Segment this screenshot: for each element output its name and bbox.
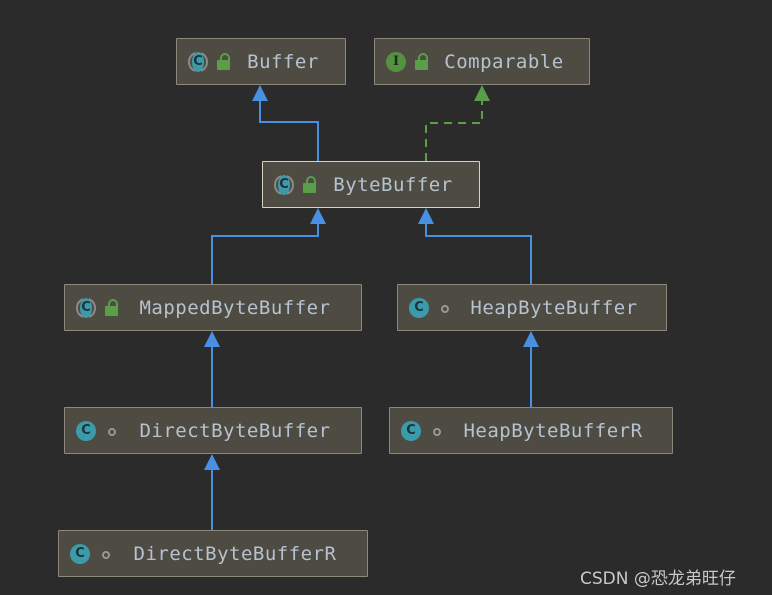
edge-bytebuffer-extends-buffer[interactable] <box>252 85 319 161</box>
class-node-mappedbytebuffer[interactable]: C MappedByteBuffer <box>64 284 362 331</box>
icon-disc <box>409 297 429 318</box>
node-icons: C <box>75 297 125 319</box>
edge-heapbytebuffer-extends-bytebuffer[interactable] <box>418 208 532 284</box>
icon-glyph: C <box>81 423 91 438</box>
lock-shackle <box>418 52 428 62</box>
abstract-bracket-left <box>274 174 281 195</box>
lock-body <box>303 182 316 193</box>
icon-disc <box>401 420 421 441</box>
class-node-heapbytebuffer[interactable]: C HeapByteBuffer <box>397 284 667 331</box>
icon-disc <box>192 51 204 72</box>
package-private-icon <box>103 421 121 441</box>
edge-bytebuffer-implements-comparable[interactable] <box>425 85 490 161</box>
node-icons: C <box>75 420 125 442</box>
node-icons: C <box>187 51 237 73</box>
edge-heapbytebufferr-extends-heapbytebuffer[interactable] <box>523 331 539 407</box>
icon-glyph: C <box>414 300 424 315</box>
icon-disc <box>386 51 406 72</box>
class-icon: C <box>400 420 422 442</box>
class-icon: C <box>75 420 97 442</box>
interface-icon: I <box>385 51 407 73</box>
class-node-directbytebuffer[interactable]: C DirectByteBuffer <box>64 407 362 454</box>
icon-disc <box>76 420 96 441</box>
icon-glyph: C <box>193 54 203 69</box>
package-private-icon <box>436 298 454 318</box>
abstract-class-icon: C <box>273 174 295 196</box>
package-ring <box>108 427 116 436</box>
class-node-bytebuffer[interactable]: C ByteBuffer <box>262 161 480 208</box>
class-node-label: DirectByteBufferR <box>133 542 337 565</box>
node-icons: C <box>408 297 458 319</box>
lock-body <box>217 59 230 70</box>
class-node-label: HeapByteBuffer <box>470 296 638 319</box>
edge-directbytebuffer-extends-mappedbytebuffer[interactable] <box>204 331 220 407</box>
lock-shackle <box>306 175 316 185</box>
icon-disc <box>70 543 90 564</box>
edge-mappedbytebuffer-extends-bytebuffer[interactable] <box>211 208 326 284</box>
lock-body <box>415 59 428 70</box>
class-node-label: Comparable <box>444 50 564 73</box>
abstract-bracket-left <box>188 51 195 72</box>
class-node-label: Buffer <box>247 50 319 73</box>
class-node-label: DirectByteBuffer <box>139 419 331 442</box>
edge-directbytebufferr-extends-directbytebuffer[interactable] <box>204 454 220 530</box>
open-lock-icon <box>215 52 233 72</box>
node-icons: C <box>273 174 323 196</box>
package-private-icon <box>97 544 115 564</box>
class-icon: C <box>408 297 430 319</box>
lock-body <box>105 305 118 316</box>
class-node-label: ByteBuffer <box>333 173 453 196</box>
icon-glyph: I <box>392 54 400 69</box>
node-icons: I <box>385 51 435 73</box>
icon-glyph: C <box>81 300 91 315</box>
icon-disc <box>278 174 290 195</box>
class-node-directbytebufferr[interactable]: C DirectByteBufferR <box>58 530 368 577</box>
lock-shackle <box>108 298 118 308</box>
lock-shackle <box>220 52 230 62</box>
abstract-bracket-left <box>76 297 83 318</box>
icon-disc <box>80 297 92 318</box>
icon-glyph: C <box>279 177 289 192</box>
package-private-icon <box>428 421 446 441</box>
class-node-comparable[interactable]: I Comparable <box>374 38 590 85</box>
node-icons: C <box>400 420 450 442</box>
class-node-buffer[interactable]: C Buffer <box>176 38 346 85</box>
icon-glyph: C <box>75 546 85 561</box>
class-node-label: HeapByteBufferR <box>463 419 643 442</box>
open-lock-icon <box>413 52 431 72</box>
open-lock-icon <box>103 298 121 318</box>
package-ring <box>433 427 441 436</box>
class-node-label: MappedByteBuffer <box>139 296 331 319</box>
abstract-class-icon: C <box>75 297 97 319</box>
package-ring <box>441 304 449 313</box>
abstract-class-icon: C <box>187 51 209 73</box>
package-ring <box>102 550 110 559</box>
class-icon: C <box>69 543 91 565</box>
class-node-heapbytebufferr[interactable]: C HeapByteBufferR <box>389 407 673 454</box>
icon-glyph: C <box>406 423 416 438</box>
open-lock-icon <box>301 175 319 195</box>
watermark: CSDN @恐龙弟旺仔 <box>580 569 736 589</box>
node-icons: C <box>69 543 119 565</box>
